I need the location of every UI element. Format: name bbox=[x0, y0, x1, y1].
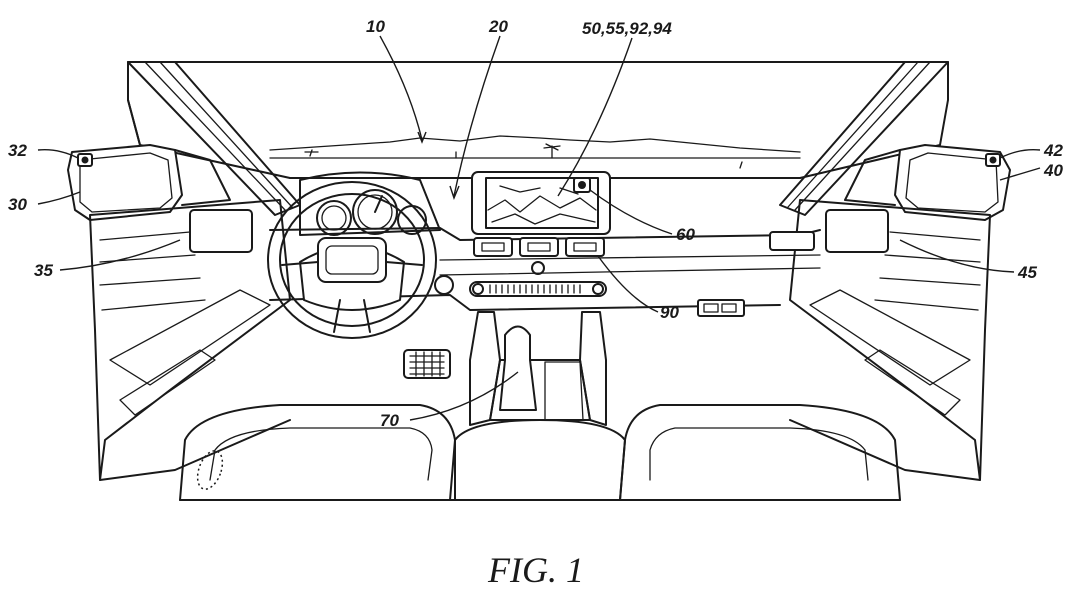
reference-numerals: 10 20 50,55,92,94 32 30 35 42 40 45 60 9… bbox=[8, 17, 1063, 430]
ref-gear-shifter: 70 bbox=[380, 411, 399, 430]
center-vents bbox=[469, 237, 607, 297]
ref-right-mirror-camera: 42 bbox=[1043, 141, 1063, 160]
ref-left-door-panel: 35 bbox=[34, 261, 53, 280]
ref-display-camera: 60 bbox=[676, 225, 695, 244]
ref-left-mirror-camera: 32 bbox=[8, 141, 27, 160]
instrument-cluster bbox=[299, 171, 441, 236]
leader-lines bbox=[37, 35, 1041, 421]
center-display bbox=[471, 171, 611, 235]
ref-vehicle: 10 bbox=[366, 17, 385, 36]
figure-caption: FIG. 1 bbox=[487, 550, 584, 590]
left-side-mirror bbox=[67, 144, 231, 221]
steering-wheel bbox=[267, 181, 454, 339]
tachometer-icon bbox=[316, 200, 352, 236]
ref-dashboard: 20 bbox=[488, 17, 508, 36]
ref-left-mirror: 30 bbox=[8, 195, 27, 214]
ref-display-group: 50,55,92,94 bbox=[582, 19, 672, 38]
ref-right-door-panel: 45 bbox=[1017, 263, 1037, 282]
seats bbox=[179, 404, 901, 501]
right-side-mirror bbox=[844, 144, 1011, 221]
center-console bbox=[403, 311, 607, 426]
speedometer-icon bbox=[352, 189, 398, 235]
left-door-panel bbox=[89, 199, 291, 481]
right-door-panel bbox=[789, 199, 991, 481]
gear-shifter-icon bbox=[499, 325, 537, 411]
ref-vent-controls: 90 bbox=[660, 303, 679, 322]
ref-right-mirror: 40 bbox=[1043, 161, 1063, 180]
